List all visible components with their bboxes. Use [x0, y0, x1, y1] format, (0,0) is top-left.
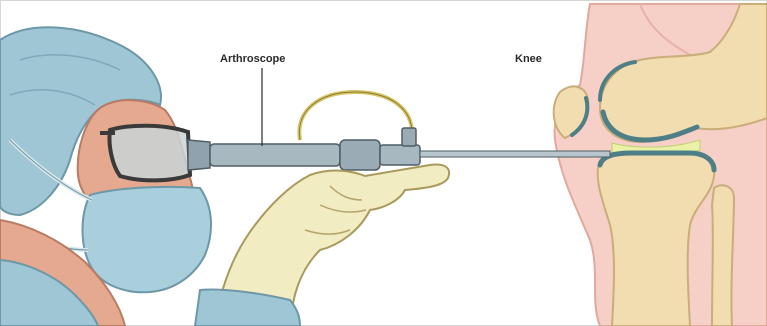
fibula-bone	[712, 185, 734, 326]
label-arthroscope: Arthroscope	[220, 53, 285, 146]
scope-eyepiece	[188, 140, 210, 170]
label-knee-text: Knee	[515, 53, 542, 65]
scope-body	[210, 144, 340, 166]
arthroscope	[188, 92, 610, 170]
gloved-hand	[195, 165, 449, 326]
scope-shaft	[420, 151, 610, 157]
label-knee: Knee	[515, 53, 542, 65]
goggles	[109, 126, 190, 181]
label-arthroscope-text: Arthroscope	[220, 53, 285, 65]
surgeon	[0, 27, 211, 326]
knee-joint	[554, 4, 767, 326]
surgical-mask	[83, 187, 212, 292]
scope-cable	[299, 92, 412, 140]
